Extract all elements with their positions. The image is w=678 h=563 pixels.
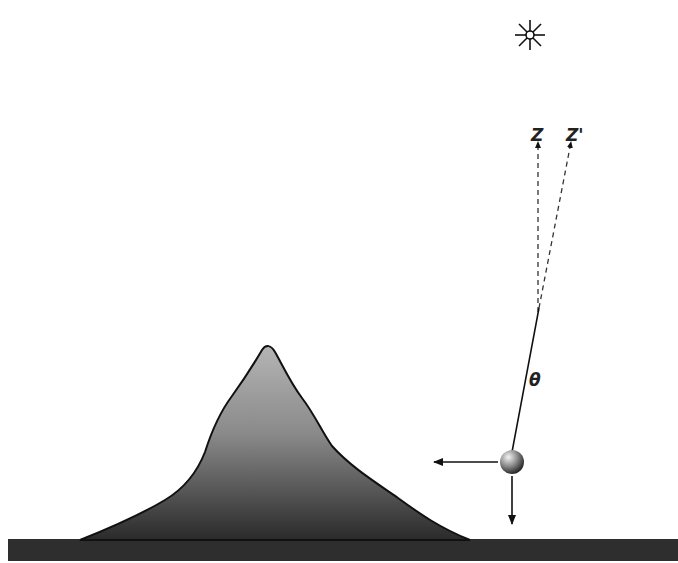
- gravity-arrow: [511, 476, 513, 524]
- horizontal-force-arrow: [434, 461, 498, 463]
- axis-label: Z: [531, 127, 543, 144]
- axis-label: Z': [566, 127, 584, 144]
- angle-label: θ: [529, 372, 541, 389]
- star-symbol: [515, 20, 545, 50]
- ground-bar: [8, 539, 678, 561]
- deflected-dashed-line: [539, 142, 571, 308]
- plumb-bob: [500, 450, 524, 474]
- mountain: [80, 346, 470, 540]
- vertical-dashed-line: [537, 142, 538, 312]
